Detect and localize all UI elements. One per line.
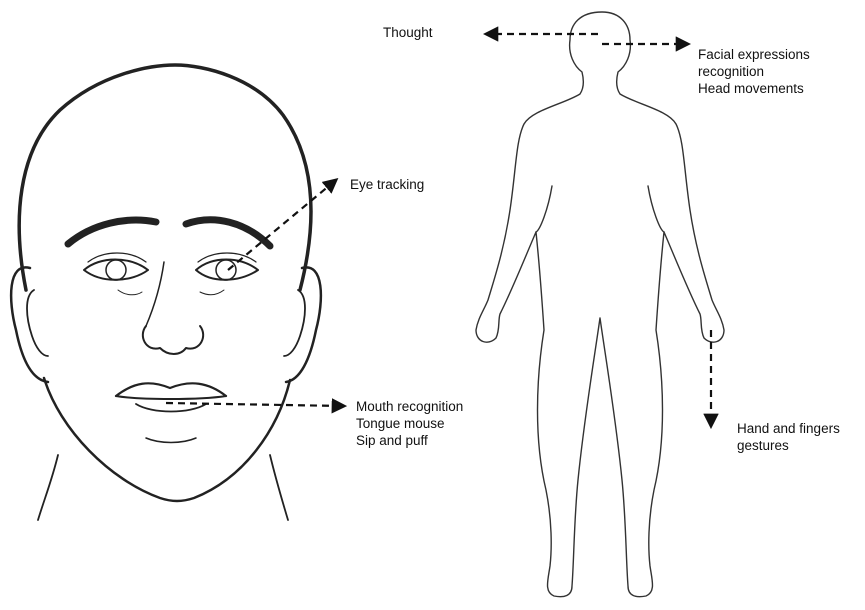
body-illustration [476,12,724,597]
nose [143,326,203,354]
facial-line-3: Head movements [698,80,810,97]
left-ear-inner [27,290,48,356]
chin-crease [146,438,196,443]
right-inner-arm [648,186,664,232]
hand-label: Hand and fingers gestures [737,420,840,454]
right-iris [216,260,236,280]
neck-right [270,455,288,520]
right-ear-inner [284,290,305,356]
facial-line-2: recognition [698,63,810,80]
right-eyebrow [186,220,270,246]
facial-line-1: Facial expressions [698,46,810,63]
thought-text: Thought [383,24,433,41]
mouth-line-1: Mouth recognition [356,398,463,415]
mouth-line-2: Tongue mouse [356,415,463,432]
hand-line-1: Hand and fingers [737,420,840,437]
mouth-line [116,396,226,399]
eye-tracking-label: Eye tracking [350,176,424,193]
neck-left [38,455,58,520]
upper-lip [116,383,226,396]
left-iris [106,260,126,280]
eye-tracking-text: Eye tracking [350,176,424,193]
mouth-line-3: Sip and puff [356,432,463,449]
left-inner-arm [536,186,552,232]
facial-label: Facial expressions recognition Head move… [698,46,810,97]
nose-bridge [146,262,164,326]
right-eye-outline [196,260,258,280]
right-under-eye [200,290,224,295]
mouth-label: Mouth recognition Tongue mouse Sip and p… [356,398,463,449]
hand-line-2: gestures [737,437,840,454]
lower-lip [136,404,206,412]
head-outline [19,65,311,290]
thought-label: Thought [383,24,433,41]
head-illustration [11,65,321,520]
jaw-outline [44,378,290,501]
left-eye-outline [84,260,148,280]
mouth-arrow [166,403,344,406]
left-under-eye [118,290,142,295]
body-outline [476,12,724,597]
left-eyebrow [68,220,156,244]
